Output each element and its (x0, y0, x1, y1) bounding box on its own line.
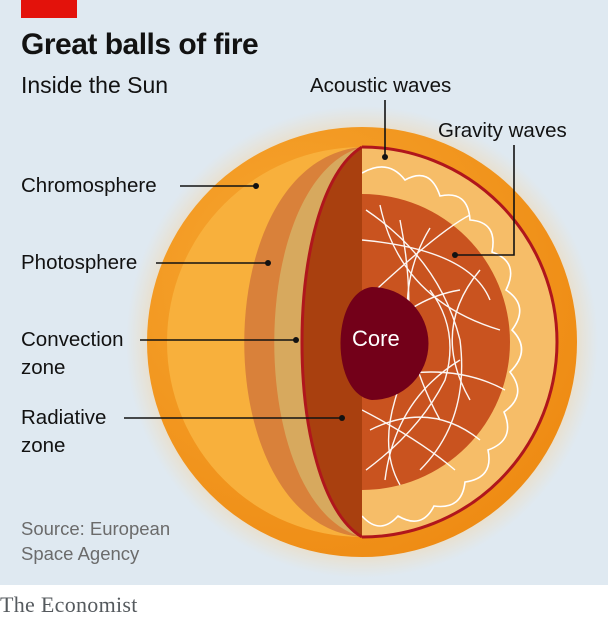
label-convection-line2: zone (21, 356, 66, 379)
leader-dots (253, 154, 458, 421)
page-subtitle: Inside the Sun (21, 72, 169, 98)
acoustic-wave-scallops (362, 166, 523, 527)
label-photosphere: Photosphere (21, 251, 138, 274)
infographic-panel: Great balls of fire Inside the Sun Chrom… (0, 0, 608, 585)
core (340, 287, 429, 400)
radiative-zone-layer (302, 147, 362, 537)
source-line2: Space Agency (21, 543, 140, 564)
brand-tag (21, 0, 77, 18)
page-title: Great balls of fire (21, 28, 259, 61)
label-radiative-line2: zone (21, 434, 66, 457)
red-outline (361, 145, 559, 539)
economist-logo-text: The Economist (0, 592, 138, 617)
label-gravity-waves: Gravity waves (438, 119, 567, 142)
label-convection-line1: Convection (21, 328, 124, 351)
label-convection-zone: Convection zone (21, 326, 124, 382)
radiative-interior (362, 194, 510, 490)
source-note: Source: European Space Agency (21, 516, 170, 566)
label-radiative-zone: Radiative zone (21, 404, 106, 460)
label-radiative-line1: Radiative (21, 406, 107, 429)
cut-line (300, 145, 363, 539)
label-core: Core (352, 326, 400, 351)
label-acoustic-waves: Acoustic waves (310, 74, 452, 97)
source-line1: Source: European (21, 518, 171, 539)
label-chromosphere: Chromosphere (21, 174, 157, 197)
sun-diagram (124, 100, 598, 578)
leader-lines (124, 100, 515, 419)
